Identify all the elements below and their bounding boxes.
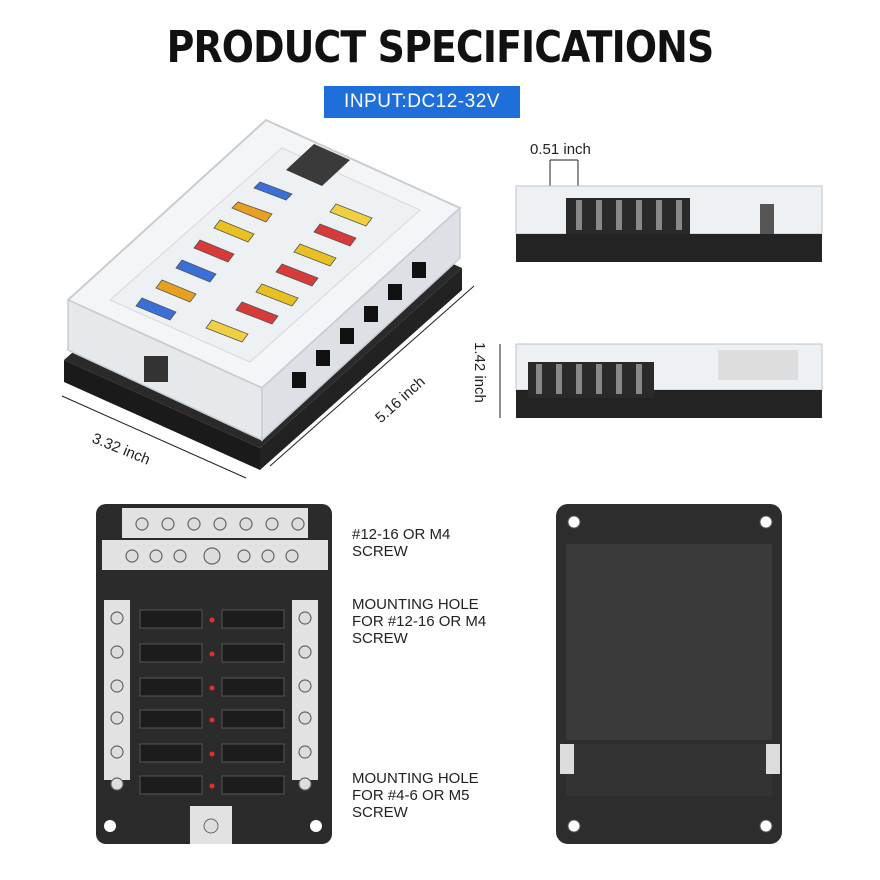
mounting-hole-bottom-note: MOUNTING HOLE FOR #4-6 OR M5 SCREW: [352, 770, 479, 821]
screw-note-line: #12-16 OR M4: [352, 526, 451, 543]
page-title: PRODUCT SPECIFICATIONS: [166, 22, 715, 73]
screw-note: #12-16 OR M4 SCREW: [352, 526, 450, 560]
mounting-hole-bottom-line: SCREW: [352, 804, 408, 821]
input-voltage-badge: INPUT:DC12-32V: [324, 86, 520, 118]
mounting-hole-top-line: MOUNTING HOLE: [352, 596, 479, 613]
screw-note-line: SCREW: [352, 543, 408, 560]
terminal-pitch-label: 0.51 inch: [530, 141, 591, 158]
mounting-hole-top-note: MOUNTING HOLE FOR #12-16 OR M4 SCREW: [352, 596, 486, 647]
mounting-hole-top-line: FOR #12-16 OR M4: [352, 613, 487, 630]
mounting-hole-top-line: SCREW: [352, 630, 408, 647]
mounting-hole-bottom-line: FOR #4-6 OR M5: [352, 787, 470, 804]
mounting-hole-bottom-line: MOUNTING HOLE: [352, 770, 479, 787]
